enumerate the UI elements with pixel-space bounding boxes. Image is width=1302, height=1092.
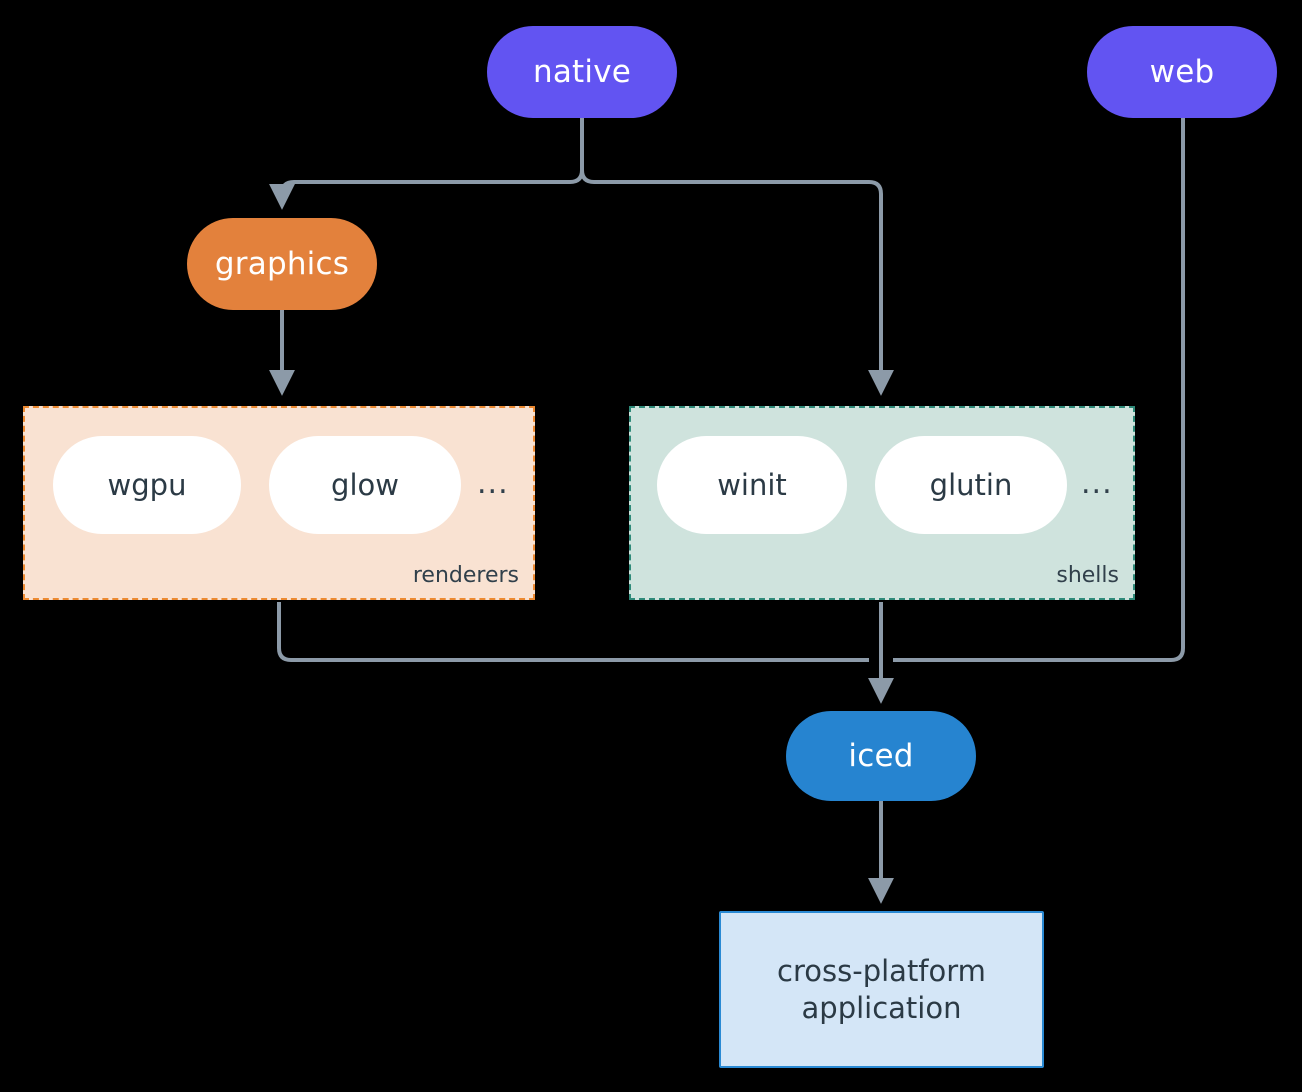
- chip-glutin-label: glutin: [929, 468, 1013, 502]
- chip-winit-label: winit: [717, 468, 787, 502]
- shells-ellipsis: ...: [1081, 466, 1113, 501]
- application-label-line2: application: [801, 990, 962, 1025]
- node-iced-label: iced: [848, 737, 914, 774]
- node-native-label: native: [532, 53, 632, 90]
- node-iced[interactable]: iced: [786, 711, 976, 801]
- edge-native-to-shells: [580, 169, 894, 396]
- edge-native-to-graphics: [269, 169, 584, 210]
- node-web[interactable]: web: [1087, 26, 1277, 118]
- chip-winit[interactable]: winit: [657, 436, 847, 534]
- edge-renderers-to-iced: [277, 602, 869, 662]
- node-graphics-label: graphics: [214, 245, 350, 282]
- group-shells-label: shells: [1056, 563, 1119, 588]
- renderers-ellipsis: ...: [477, 466, 509, 501]
- chip-glutin[interactable]: glutin: [875, 436, 1067, 534]
- node-web-label: web: [1149, 53, 1215, 90]
- chip-wgpu-label: wgpu: [107, 468, 187, 502]
- node-cross-platform-application[interactable]: cross-platform application: [719, 911, 1044, 1068]
- group-renderers-label: renderers: [412, 563, 519, 588]
- node-graphics[interactable]: graphics: [187, 218, 377, 310]
- node-native[interactable]: native: [487, 26, 677, 118]
- group-renderers[interactable]: wgpu glow ... renderers: [23, 406, 535, 600]
- group-shells[interactable]: winit glutin ... shells: [629, 406, 1135, 600]
- application-label-line1: cross-platform: [777, 954, 986, 989]
- chip-glow[interactable]: glow: [269, 436, 461, 534]
- chip-glow-label: glow: [331, 468, 399, 502]
- chip-wgpu[interactable]: wgpu: [53, 436, 241, 534]
